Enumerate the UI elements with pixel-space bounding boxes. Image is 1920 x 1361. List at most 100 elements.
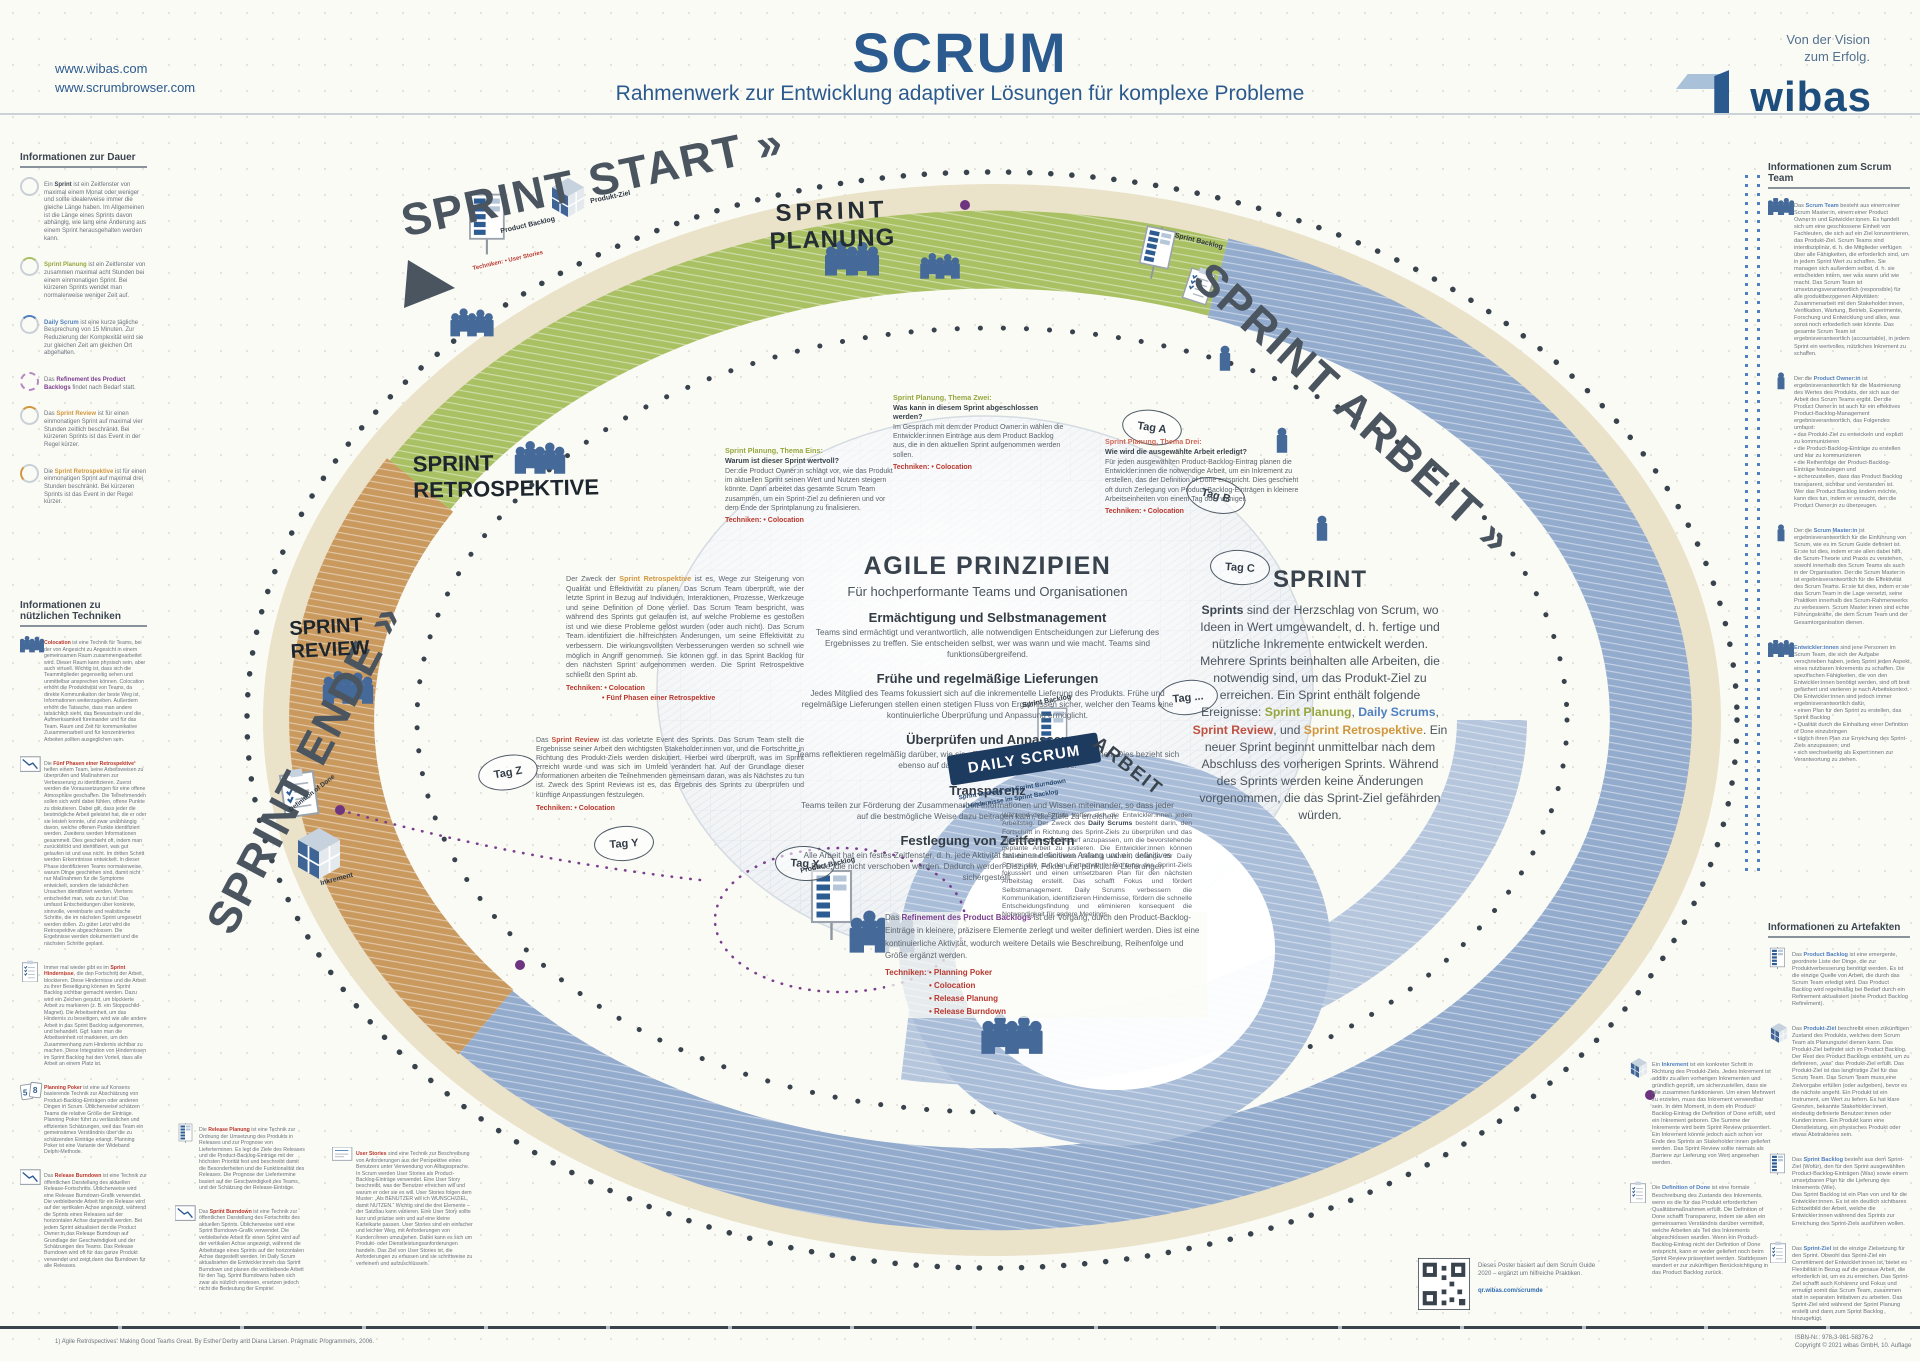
agile-section-2-text: Jedes Mitglied des Teams fokussiert sich… — [801, 689, 1174, 721]
sprint-panel: SPRINT Sprints sind der Herzschlag von S… — [1192, 566, 1448, 824]
cycle-icon — [20, 463, 44, 513]
document-icon — [19, 755, 44, 952]
story-card-icon — [331, 1146, 356, 1272]
cycle-icon — [20, 314, 44, 364]
sidebar-artefakte-col2: Ein Inkrement ist ein konkreter Schritt … — [1628, 1056, 1776, 1290]
poster-qr-link[interactable]: qr.wibas.com/scrumde — [1478, 1288, 1543, 1295]
planning-team-figures-2 — [920, 253, 960, 279]
artefakt-inkrement: Ein Inkrement ist ein konkreter Schritt … — [1628, 1056, 1776, 1173]
sidebar-techniken-col3: User Stories sind eine Technik zur Besch… — [331, 1146, 474, 1279]
sprint-review-label: SPRINT REVIEW — [288, 614, 371, 664]
tag-z-badge: Tag Z — [475, 750, 541, 795]
page-subtitle: Rahmenwerk zur Entwicklung adaptiver Lös… — [615, 82, 1305, 105]
inkrement-icon — [1628, 1056, 1652, 1173]
definition-of-done-icon — [1628, 1180, 1652, 1283]
technik-planning-poker: Planning Poker ist eine auf Konsens basi… — [19, 1080, 147, 1161]
artefakt-product-backlog: Das Product Backlog ist eine emergente, … — [1768, 946, 1910, 1014]
technik-fuenf-phasen: Die Fünf Phasen einer Retrospektive¹ hel… — [19, 755, 147, 952]
artefakte-section-title: Informationen zu Artefakten — [1768, 922, 1910, 938]
review-text: Das Sprint Review ist das vorletzte Even… — [536, 737, 804, 812]
sprint-planung-thema-drei: Sprint Planung, Thema Drei: Wie wird die… — [1105, 437, 1299, 516]
team-item-scrum-team: Das Scrum Team besteht aus einem:einer S… — [1768, 197, 1910, 363]
sidebar-techniken-col2: Die Release Planung ist eine Technik zur… — [174, 1122, 307, 1305]
sprint-planung-thema-eins: Sprint Planung, Thema Eins: Warum ist di… — [725, 446, 893, 525]
sprint-panel-text: Sprints sind der Herzschlag von Scrum, w… — [1192, 603, 1448, 822]
dauer-item-review: Das Sprint Review ist für einen einmonat… — [20, 405, 147, 455]
team-dotted-line-1 — [1745, 175, 1748, 875]
dauer-item-retrospektive: Die Sprint Retrospektive ist für einen e… — [20, 463, 147, 513]
dauer-item-daily: Daily Scrum ist eine kurze tägliche Besp… — [20, 314, 147, 364]
sprint-start-label: SPRINT START » — [396, 115, 789, 247]
artefakt-definition-of-done: Die Definition of Done ist eine formale … — [1628, 1180, 1776, 1283]
artefakt-sprint-backlog: Das Sprint Backlog besteht aus dem Sprin… — [1768, 1152, 1910, 1234]
developers-icon — [1768, 639, 1794, 770]
team-item-scrum-master: Der:die Scrum Master:in ist ergebnisvera… — [1768, 522, 1910, 632]
technik-release-burndown: Das Release Burndown ist eine Technik zu… — [19, 1168, 147, 1275]
daily-team-figures — [981, 1014, 1042, 1054]
footer-divider — [0, 1326, 1920, 1329]
technik-release-planung: Die Release Planung ist eine Technik zur… — [175, 1122, 307, 1197]
agile-section-2-title: Frühe und regelmäßige Lieferungen — [876, 671, 1099, 687]
wibas-url-link[interactable]: www.wibas.com — [55, 61, 148, 76]
agile-subtitle: Für hochperformante Teams und Organisati… — [847, 584, 1128, 599]
sprint-backlog-label-top: Sprint Backlog — [1173, 232, 1224, 251]
sidebar-techniken: Informationen zu nützlichen Techniken Co… — [20, 600, 147, 1282]
refinement-text: Das Refinement des Product Backlogs ist … — [885, 912, 1207, 1019]
poker-cards-icon — [19, 1080, 44, 1161]
sprint-planung-thema-zwei: Sprint Planung, Thema Zwei: Was kann in … — [893, 393, 1064, 471]
daily-scrum-text: Während des Sprints treffen sich die Ent… — [1002, 812, 1192, 919]
team-item-product-owner: Der:die Product Owner:in ist ergebnisver… — [1768, 370, 1910, 515]
start-arrow-icon — [404, 260, 455, 308]
sidebar-scrum-team: Informationen zum Scrum Team Das Scrum T… — [1768, 162, 1910, 777]
sidebar-artefakte: Informationen zu Artefakten Das Product … — [1768, 922, 1910, 1336]
team-dotted-line-2 — [1757, 175, 1760, 875]
people-group-icon — [20, 635, 44, 748]
flipchart-icon — [20, 959, 44, 1072]
artefakt-produkt-ziel: Das Produkt-Ziel beschreibt einen zukünf… — [1768, 1021, 1910, 1145]
retro-review-arc — [289, 458, 514, 1055]
techniken-section-title: Informationen zu nützlichen Techniken — [20, 600, 147, 627]
dauer-section-title: Informationen zur Dauer — [20, 152, 147, 168]
sidebar-dauer: Informationen zur Dauer Ein Sprint ist e… — [20, 152, 147, 520]
agile-section-1-title: Ermächtigung und Selbstmanagement — [868, 610, 1107, 625]
sprint-planung-label: SPRINT PLANUNG — [769, 196, 896, 256]
header-links: www.wibas.com www.scrumbrowser.com — [55, 60, 195, 98]
tag-y-badge: Tag Y — [592, 823, 656, 864]
qr-code-icon — [1418, 1258, 1470, 1310]
sprint-arbeit-label: SPRINT ARBEIT » — [1183, 252, 1524, 565]
dauer-item-refinement: Das Refinement des Product Backlogs find… — [20, 371, 147, 398]
sprint-retrospektive-label: SPRINT RETROSPEKTIVE — [412, 450, 600, 503]
team-section-title: Informationen zum Scrum Team — [1768, 162, 1910, 189]
sprint-backlog-board-icon — [1136, 223, 1177, 283]
technik-sprint-burndown: Das Sprint Burndown ist eine Technik zur… — [174, 1204, 307, 1298]
sprint-panel-title: SPRINT — [1272, 566, 1367, 593]
footnote: 1) Agile Retrospectives: Making Good Tea… — [55, 1339, 375, 1345]
product-owner-icon — [1768, 370, 1794, 515]
sprint-start-team-figures — [450, 308, 493, 336]
dauer-item-sprint: Ein Sprint ist ein Zeitfenster von maxim… — [20, 176, 147, 249]
cycle-icon — [20, 176, 44, 249]
burndown-chart-icon — [174, 1204, 199, 1298]
scrumbrowser-url-link[interactable]: www.scrumbrowser.com — [55, 79, 196, 95]
dauer-item-planung: Sprint Planung ist ein Zeitfenster von z… — [20, 256, 147, 306]
technik-user-stories: User Stories sind eine Technik zur Besch… — [331, 1146, 474, 1272]
agile-section-3-title: Überprüfen und Anpassen — [906, 732, 1069, 748]
scrum-team-icon — [1768, 197, 1794, 363]
header-divider — [0, 113, 1920, 115]
cycle-icon — [20, 371, 44, 398]
product-backlog-icon — [1768, 946, 1792, 1014]
burndown-chart-icon — [19, 1168, 44, 1275]
release-board-icon — [175, 1122, 199, 1197]
wibas-logo: wibas — [1676, 70, 1872, 118]
technik-colocation: Colocation ist eine Technik für Teams, b… — [20, 635, 147, 748]
technik-hindernisse: Immer mal wieder gibt es im Sprint Hinde… — [20, 959, 147, 1072]
agile-section-1-text: Teams sind ermächtigt und verantwortlich… — [815, 628, 1160, 660]
retrospektive-text: Der Zweck der Sprint Retrospektive ist e… — [566, 574, 804, 702]
cycle-icon — [20, 405, 44, 455]
cycle-icon — [20, 256, 44, 306]
inkrement-label: Inkrement — [319, 871, 354, 888]
artefakt-sprint-ziel: Das Sprint-Ziel ist die einzige Zielsetz… — [1768, 1240, 1910, 1329]
agile-title: AGILE PRINZIPIEN — [863, 552, 1112, 580]
